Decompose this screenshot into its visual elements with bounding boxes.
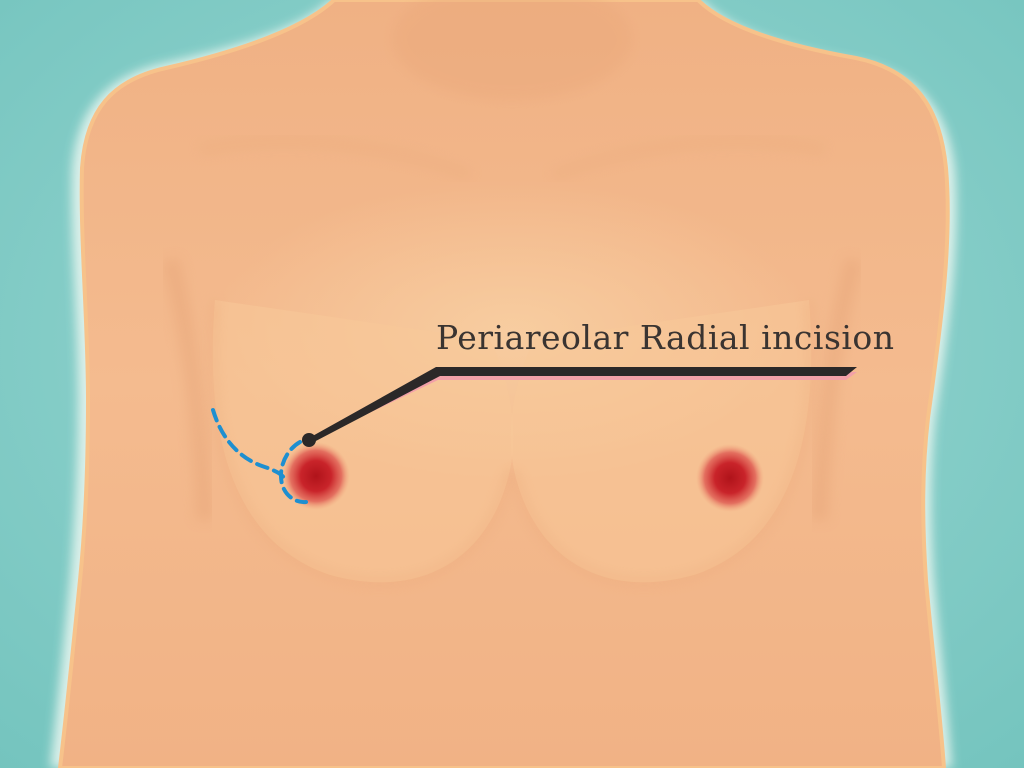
clavicle-left bbox=[199, 136, 472, 180]
leader-line-highlight bbox=[311, 372, 857, 441]
clavicle-right bbox=[552, 136, 825, 180]
nipple-right bbox=[696, 444, 764, 512]
nipple-left bbox=[282, 442, 350, 510]
leader-line bbox=[309, 367, 857, 443]
breast-left-outline bbox=[209, 299, 513, 586]
incision-label: Periareolar Radial incision bbox=[436, 318, 895, 357]
armpit-left-shadow bbox=[161, 257, 214, 521]
neck-shadow bbox=[392, 0, 632, 100]
incision-dashed-line bbox=[211, 408, 308, 505]
breast-right-outline bbox=[511, 299, 815, 586]
leader-dot bbox=[302, 433, 316, 447]
